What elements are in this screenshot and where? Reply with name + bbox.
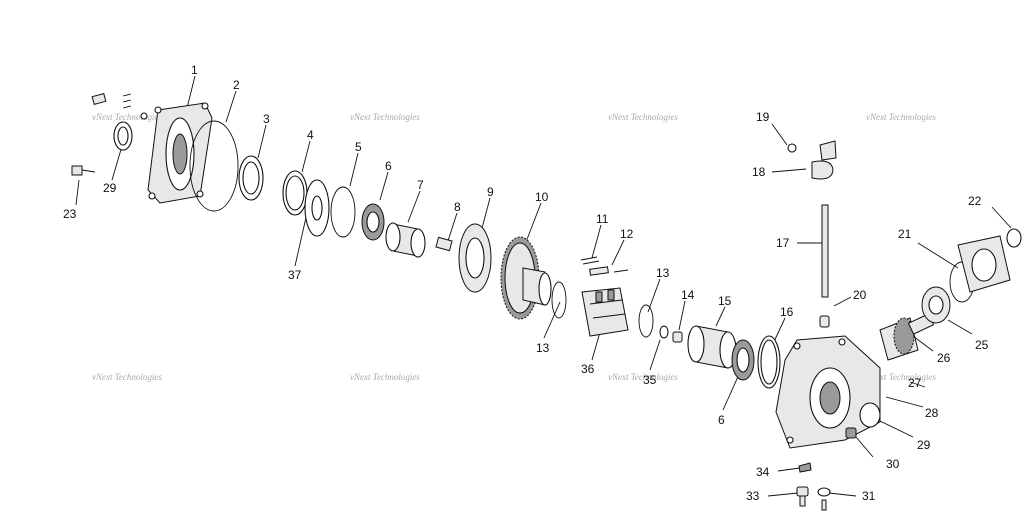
callout-label: 15 [718, 294, 732, 308]
watermark: vNext Technologies [866, 372, 936, 382]
callout-label: 35 [643, 373, 657, 387]
bleeder-bolt [796, 486, 809, 507]
seal-left [113, 121, 133, 151]
rear-housing [775, 335, 881, 449]
seal [238, 155, 264, 201]
parts [71, 92, 1022, 511]
callout-label: 36 [581, 362, 595, 376]
callout-label: 30 [886, 457, 900, 471]
screw [798, 462, 812, 473]
washer-small [817, 487, 831, 511]
leader-lines [75, 75, 1012, 497]
callout-label: 28 [925, 406, 939, 420]
callout-label: 37 [288, 268, 302, 282]
callout-labels: 1 2 3 4 5 6 7 8 9 10 11 12 13 13 14 15 1… [63, 63, 989, 503]
callout-label: 29 [917, 438, 931, 452]
callout-label: 21 [898, 227, 912, 241]
callout-label: 14 [681, 288, 695, 302]
plate [304, 179, 330, 237]
callout-label: 13 [536, 341, 550, 355]
callout-label: 2 [233, 78, 240, 92]
output-seal [859, 402, 881, 428]
pin [435, 236, 453, 252]
small-hardware [91, 92, 148, 120]
callout-label: 16 [780, 305, 794, 319]
callout-label: 9 [487, 185, 494, 199]
snap-ring [551, 281, 567, 319]
ring [282, 170, 308, 216]
watermarks: vNext Technologies vNext Technologies vN… [92, 112, 936, 382]
callout-label: 13 [656, 266, 670, 280]
o-ring [189, 120, 239, 212]
callout-label: 8 [454, 200, 461, 214]
callout-label: 29 [103, 181, 117, 195]
watermark: vNext Technologies [350, 372, 420, 382]
bearing [731, 339, 755, 381]
callout-label: 19 [756, 110, 770, 124]
seal-ring [757, 335, 781, 389]
callout-label: 6 [385, 159, 392, 173]
callout-label: 7 [417, 178, 424, 192]
bearing-large [458, 223, 492, 293]
bolt [71, 165, 96, 176]
callout-label: 12 [620, 227, 634, 241]
watermark: vNext Technologies [608, 112, 678, 122]
ring-gear [500, 236, 552, 320]
callout-label: 33 [746, 489, 760, 503]
snap-ring [330, 186, 356, 238]
callout-label: 23 [63, 207, 77, 221]
callout-label: 27 [908, 376, 922, 390]
pinion-gear [879, 313, 935, 361]
callout-label: 11 [596, 212, 609, 226]
callout-label: 3 [263, 112, 270, 126]
callout-label: 22 [968, 194, 982, 208]
bearing-retainer [957, 228, 1022, 293]
callout-label: 18 [752, 165, 766, 179]
shift-shaft [821, 204, 829, 298]
watermark: vNext Technologies [350, 112, 420, 122]
callout-label: 25 [975, 338, 989, 352]
callout-label: 4 [307, 128, 314, 142]
callout-label: 34 [756, 465, 770, 479]
detent [819, 315, 830, 328]
sleeve [385, 222, 426, 258]
watermark: vNext Technologies [92, 112, 162, 122]
callout-label: 1 [191, 63, 198, 77]
drain-plug [845, 427, 857, 439]
watermark: vNext Technologies [92, 372, 162, 382]
callout-label: 6 [718, 413, 725, 427]
roller-cage [581, 287, 629, 337]
callout-label: 17 [776, 236, 790, 250]
washer [659, 325, 669, 339]
pinion-bearing [921, 286, 951, 324]
watermark: vNext Technologies [608, 372, 678, 382]
front-cover [147, 102, 213, 204]
pins [580, 256, 629, 276]
callout-label: 10 [535, 190, 549, 204]
callout-label: 20 [853, 288, 867, 302]
bearing [361, 203, 385, 241]
callout-label: 5 [355, 140, 362, 154]
bushing [672, 331, 683, 343]
snap-ring [638, 304, 654, 338]
sleeve-long [687, 325, 737, 369]
callout-label: 31 [862, 489, 876, 503]
watermark: vNext Technologies [866, 112, 936, 122]
callout-label: 26 [937, 351, 951, 365]
clamp [787, 140, 837, 180]
